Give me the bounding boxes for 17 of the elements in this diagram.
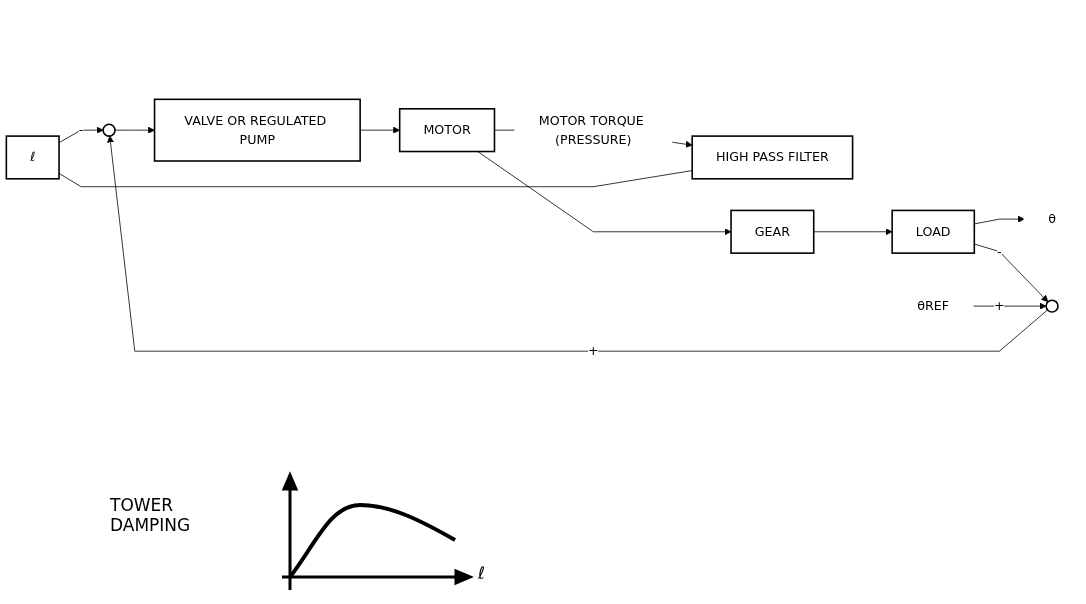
node-box: MOTOR [398,108,496,153]
node-box: GEAR [730,209,815,254]
edge-label: - [78,122,84,138]
node-box: VALVE OR REGULATED PUMP [153,98,361,162]
node-box: HIGH PASS FILTER [691,135,854,180]
edge-label: + [588,343,599,359]
node-box: ℓ [5,135,60,180]
node-text: θREF [917,298,950,314]
axis-label: ℓ [478,563,486,583]
node-box: LOAD [891,209,976,254]
node-circle [102,123,116,137]
edge-label: + [994,298,1005,314]
node-text: θ [1048,211,1056,227]
edge-label: - [997,243,1002,259]
edge-label: MOTOR TORQUE (PRESSURE) [538,112,644,147]
node-circle [1045,299,1059,313]
axis-title: TOWER DAMPING [110,495,192,535]
